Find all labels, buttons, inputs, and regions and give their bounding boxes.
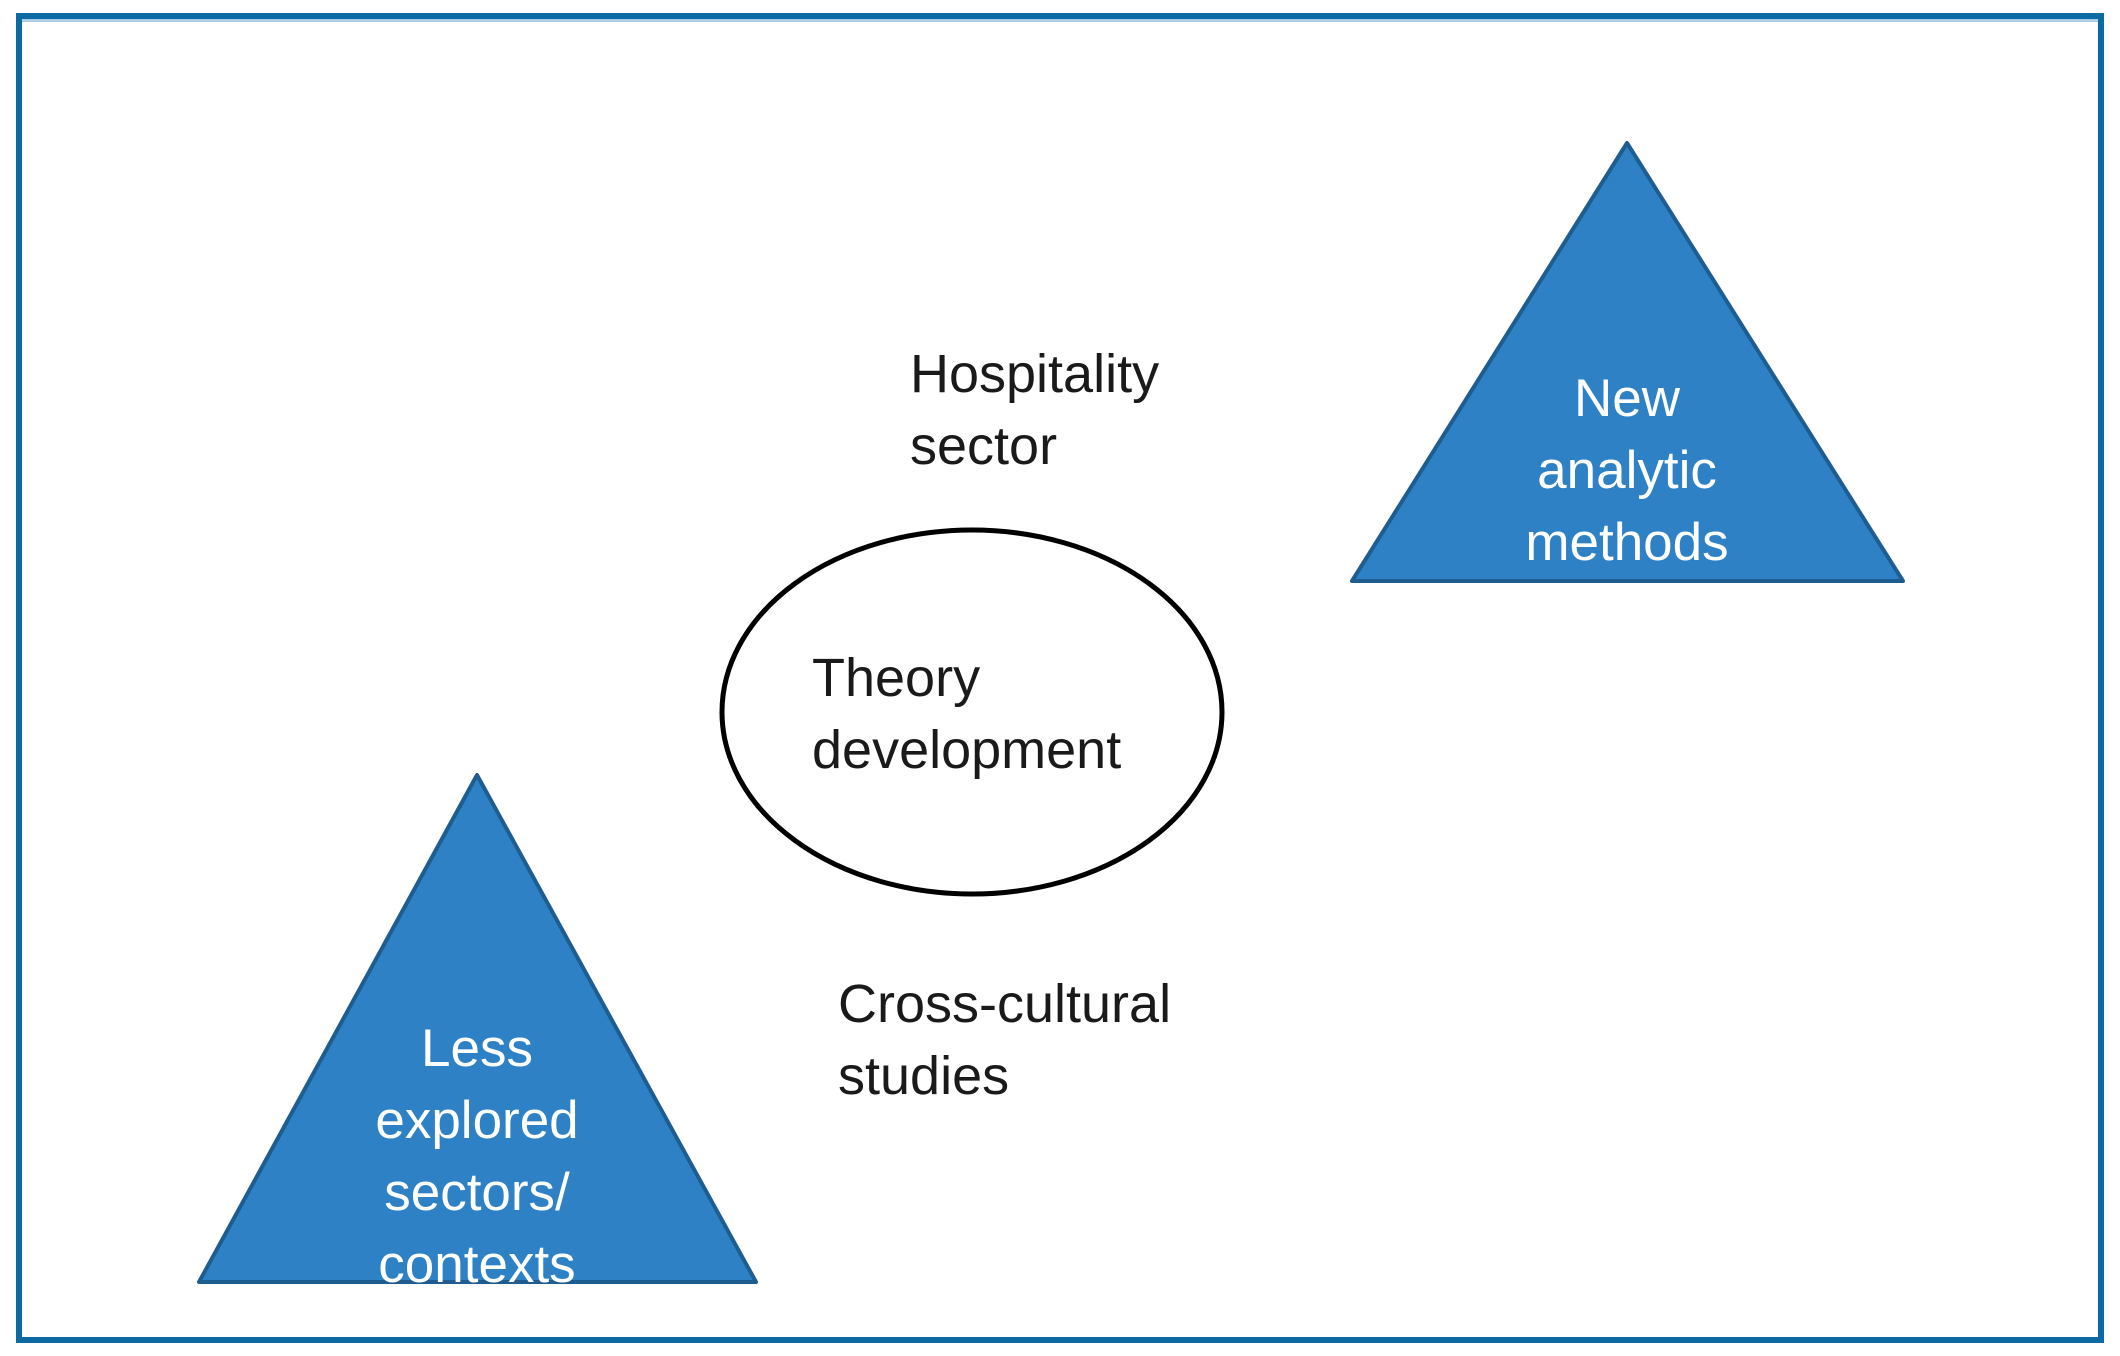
new-analytic-methods-line-3: methods (1525, 513, 1729, 572)
theory-development-line-1: Theory (812, 648, 981, 708)
less-explored-sectors-line-1: Less (421, 1019, 533, 1078)
theory-development-label: Theory development (812, 642, 1121, 786)
cross-cultural-studies-line-2: studies (838, 1046, 1010, 1106)
new-analytic-methods-label: New analytic methods (1377, 363, 1877, 579)
less-explored-sectors-line-3: sectors/ (384, 1163, 570, 1222)
cross-cultural-studies-line-1: Cross-cultural (838, 974, 1172, 1034)
new-analytic-methods-line-2: analytic (1537, 441, 1717, 500)
less-explored-sectors-line-4: contexts (378, 1235, 576, 1294)
triangle-less-explored-sectors (197, 773, 758, 1284)
theory-development-line-2: development (812, 720, 1122, 780)
hospitality-sector-line-2: sector (910, 416, 1058, 476)
less-explored-sectors-label: Less explored sectors/ contexts (227, 1013, 727, 1301)
triangle-new-analytic-methods (1350, 141, 1905, 583)
diagram-border-frame (16, 13, 2104, 1343)
hospitality-sector-line-1: Hospitality (910, 344, 1160, 404)
new-analytic-methods-line-1: New (1573, 369, 1681, 428)
less-explored-sectors-line-2: explored (375, 1091, 579, 1150)
hospitality-sector-label: Hospitality sector (910, 338, 1159, 482)
theory-development-ellipse (719, 527, 1225, 897)
cross-cultural-studies-label: Cross-cultural studies (838, 968, 1171, 1112)
